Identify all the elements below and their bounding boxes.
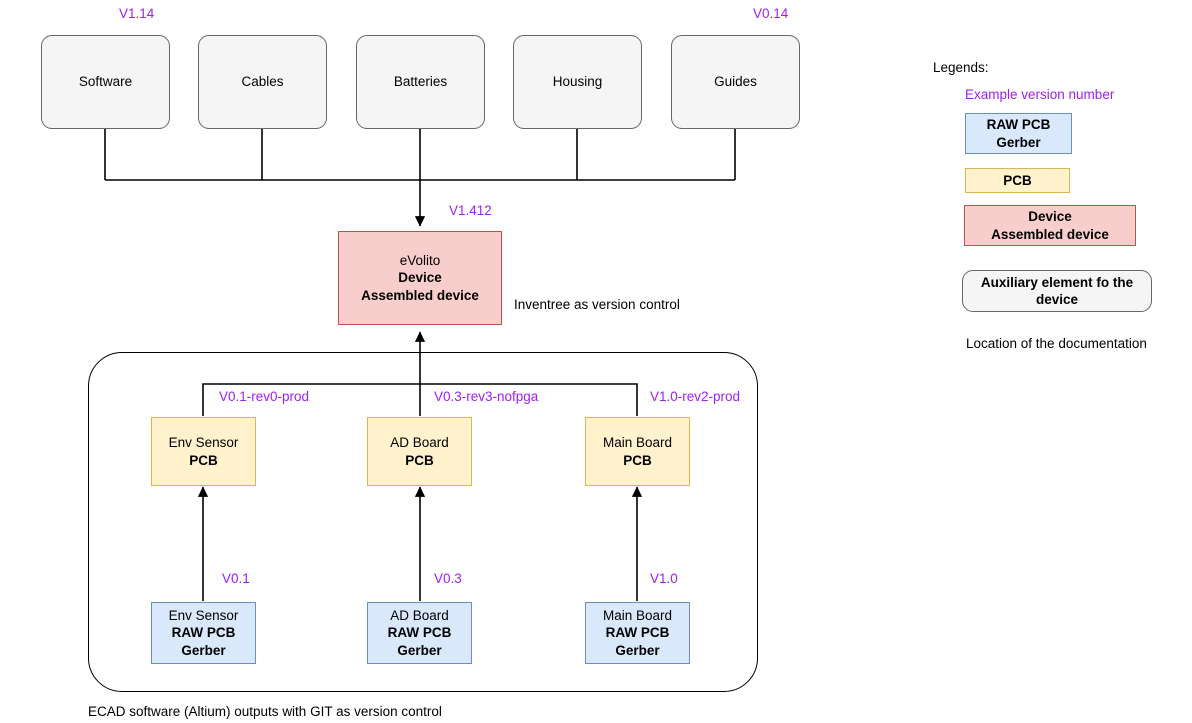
node-env-sensor-raw[interactable]: Env Sensor RAW PCB Gerber [151, 602, 256, 664]
version-label-env-sensor-pcb: V0.1-rev0-prod [219, 389, 310, 404]
node-guides[interactable]: Guides [671, 35, 800, 129]
node-housing-label: Housing [552, 74, 603, 90]
legend-swatch-device-line2: Assembled device [991, 226, 1109, 242]
node-main-board-pcb-line2: PCB [623, 452, 652, 468]
legend-swatch-device-line1: Device [1028, 209, 1072, 225]
node-cables[interactable]: Cables [198, 35, 327, 129]
node-env-sensor-raw-line3: Gerber [181, 642, 226, 658]
version-label-main-board-pcb: V1.0-rev2-prod [650, 389, 741, 404]
node-ad-board-raw-line1: AD Board [390, 608, 449, 624]
inventree-note: Inventree as version control [514, 297, 680, 312]
node-software[interactable]: Software [41, 35, 170, 129]
node-ad-board-pcb-line2: PCB [405, 452, 434, 468]
node-ad-board-raw-line3: Gerber [397, 642, 442, 658]
version-label-env-sensor-raw: V0.1 [222, 571, 250, 586]
node-main-board-raw[interactable]: Main Board RAW PCB Gerber [585, 602, 690, 664]
version-label-ad-board-raw: V0.3 [434, 571, 462, 586]
legend-doc-caption: Location of the documentation [966, 336, 1147, 351]
legend-swatch-raw-pcb-line1: RAW PCB [986, 117, 1051, 133]
legend-swatch-pcb-line1: PCB [1003, 172, 1032, 188]
node-ad-board-raw[interactable]: AD Board RAW PCB Gerber [367, 602, 472, 664]
legend-swatch-raw-pcb: RAW PCB Gerber [965, 113, 1072, 154]
node-evolito-line2: Device [398, 270, 442, 286]
legend-swatch-aux-line2: device [1035, 292, 1079, 307]
version-label-ad-board-pcb: V0.3-rev3-nofpga [434, 389, 539, 404]
version-label-top-left: V1.14 [119, 6, 155, 21]
node-software-label: Software [78, 74, 133, 90]
node-evolito-line3: Assembled device [361, 287, 479, 303]
node-env-sensor-pcb-line1: Env Sensor [168, 435, 239, 451]
node-batteries[interactable]: Batteries [356, 35, 485, 129]
node-evolito-line1: eVolito [399, 253, 441, 269]
node-env-sensor-raw-line1: Env Sensor [168, 608, 239, 624]
node-env-sensor-raw-line2: RAW PCB [171, 625, 236, 641]
node-evolito-device[interactable]: eVolito Device Assembled device [338, 231, 502, 325]
legend-swatch-aux-line1: Auxiliary element fo the [980, 274, 1134, 290]
legend-swatch-pcb: PCB [965, 168, 1070, 193]
legend-swatch-device: Device Assembled device [964, 205, 1136, 246]
version-label-main-board-raw: V1.0 [650, 571, 678, 586]
node-batteries-label: Batteries [393, 74, 448, 90]
node-ad-board-raw-line2: RAW PCB [387, 625, 452, 641]
ecad-group-box [88, 352, 758, 692]
node-main-board-raw-line1: Main Board [602, 608, 673, 624]
node-guides-label: Guides [714, 74, 757, 90]
legend-swatch-aux: Auxiliary element fo the device [962, 270, 1152, 312]
legend-version-example: Example version number [965, 87, 1115, 102]
version-label-top-right: V0.14 [753, 6, 789, 21]
node-main-board-raw-line2: RAW PCB [605, 625, 670, 641]
node-main-board-raw-line3: Gerber [615, 642, 660, 658]
node-cables-label: Cables [241, 74, 284, 90]
legend-swatch-raw-pcb-line2: Gerber [996, 134, 1041, 150]
node-env-sensor-pcb[interactable]: Env Sensor PCB [151, 417, 256, 486]
node-main-board-pcb-line1: Main Board [602, 435, 673, 451]
version-label-device: V1.412 [449, 203, 492, 218]
ecad-group-caption: ECAD software (Altium) outputs with GIT … [88, 704, 442, 719]
node-ad-board-pcb[interactable]: AD Board PCB [367, 417, 472, 486]
legend-title: Legends: [933, 60, 989, 75]
node-housing[interactable]: Housing [513, 35, 642, 129]
node-main-board-pcb[interactable]: Main Board PCB [585, 417, 690, 486]
node-ad-board-pcb-line1: AD Board [390, 435, 449, 451]
node-env-sensor-pcb-line2: PCB [189, 452, 218, 468]
